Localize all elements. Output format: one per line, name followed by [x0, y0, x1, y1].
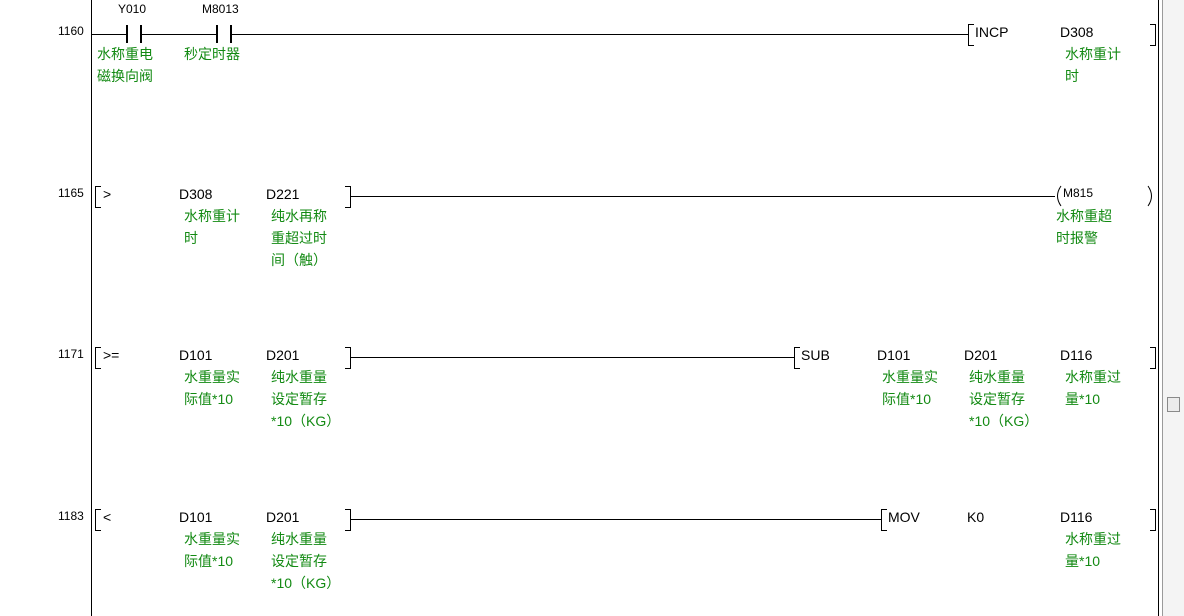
operand-device[interactable]: D308 [179, 186, 213, 202]
step-number: 1165 [58, 186, 84, 200]
compare-bracket-left [95, 509, 101, 531]
device-comment: 水称重超 时报警 [1056, 208, 1112, 246]
instruction-bracket-left [794, 347, 800, 369]
coil-device[interactable]: M815 [1063, 186, 1094, 200]
operand-device[interactable]: D101 [179, 509, 213, 525]
operand-device[interactable]: D201 [266, 347, 300, 363]
rung-wire [351, 519, 881, 520]
operand-device[interactable]: K0 [967, 509, 985, 525]
device-comment: 水称重过 量*10 [1065, 531, 1121, 569]
compare-bracket-left [95, 347, 101, 369]
device-comment: 纯水再称 重超过时 间（触） [271, 208, 327, 268]
instruction-bracket-left [881, 509, 887, 531]
compare-bracket-right [345, 347, 351, 369]
instruction-bracket-right [1150, 24, 1156, 46]
compare-operator[interactable]: >= [103, 347, 120, 363]
left-power-rail [91, 0, 92, 616]
device-comment: 水称重电 磁换向阀 [97, 46, 153, 84]
device-comment: 纯水重量 设定暂存 *10（KG） [271, 531, 341, 591]
instruction-name[interactable]: MOV [888, 509, 920, 525]
device-comment: 水称重过 量*10 [1065, 369, 1121, 407]
instruction-name[interactable]: INCP [975, 24, 1009, 40]
rung-wire [142, 34, 216, 35]
compare-operator[interactable]: > [103, 186, 112, 202]
rung-wire [351, 357, 794, 358]
compare-bracket-right [345, 186, 351, 208]
device-comment: 纯水重量 设定暂存 *10（KG） [969, 369, 1039, 429]
instruction-bracket-right [1150, 347, 1156, 369]
operand-device[interactable]: D308 [1060, 24, 1094, 40]
compare-bracket-left [95, 186, 101, 208]
device-comment: 纯水重量 设定暂存 *10（KG） [271, 369, 341, 429]
device-comment: 水称重计 时 [184, 208, 240, 246]
operand-device[interactable]: D201 [964, 347, 998, 363]
scrollbar-thumb[interactable] [1167, 397, 1180, 412]
coil-left-arc [1057, 185, 1062, 207]
contact-y010[interactable] [126, 25, 142, 43]
operand-device[interactable]: D201 [266, 509, 300, 525]
vertical-scrollbar[interactable] [1162, 0, 1184, 616]
operand-device[interactable]: D101 [179, 347, 213, 363]
coil-right-arc [1147, 185, 1152, 207]
right-power-rail [1158, 0, 1159, 616]
operand-device[interactable]: D101 [877, 347, 911, 363]
step-number: 1171 [58, 347, 84, 361]
device-comment: 水称重计 时 [1065, 46, 1121, 84]
device-comment: 秒定时器 [184, 46, 240, 62]
device-comment: 水重量实 际值*10 [882, 369, 938, 407]
operand-device[interactable]: D221 [266, 186, 300, 202]
step-number: 1183 [58, 509, 84, 523]
rung-wire [232, 34, 968, 35]
rung-wire [351, 196, 1055, 197]
device-comment: 水重量实 际值*10 [184, 531, 240, 569]
operand-device[interactable]: D116 [1060, 509, 1093, 525]
compare-operator[interactable]: < [103, 509, 112, 525]
instruction-name[interactable]: SUB [801, 347, 830, 363]
contact-m8013[interactable] [216, 25, 232, 43]
step-number: 1160 [58, 24, 84, 38]
compare-bracket-right [345, 509, 351, 531]
contact-device-label: Y010 [118, 2, 147, 16]
operand-device[interactable]: D116 [1060, 347, 1093, 363]
rung-wire [92, 34, 126, 35]
instruction-bracket-left [968, 24, 974, 46]
contact-device-label: M8013 [202, 2, 239, 16]
instruction-bracket-right [1150, 509, 1156, 531]
device-comment: 水重量实 际值*10 [184, 369, 240, 407]
